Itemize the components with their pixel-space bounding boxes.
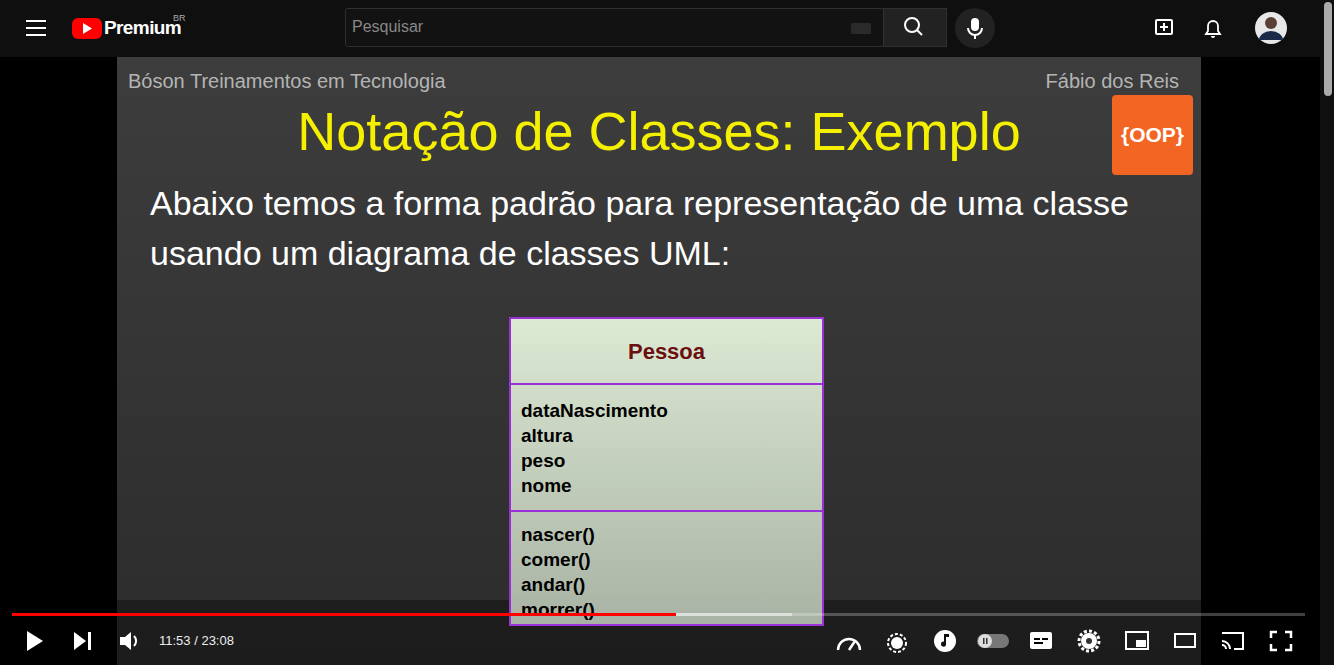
methods-compartment-text: morrer() [521, 597, 812, 622]
search-placeholder: Pesquisar [352, 18, 423, 36]
slide-text: Abaixo temos a forma padrão para represe… [150, 178, 1160, 278]
oop-badge-text: {OOP} [1121, 123, 1184, 147]
methods-compartment: nascer()comer()andar()morrer() [511, 512, 822, 624]
attributes-compartment-text: dataNascimento [521, 398, 812, 423]
author-name: Fábio dos Reis [1046, 70, 1179, 93]
methods-compartment-text: nascer() [521, 522, 812, 547]
oop-badge: {OOP} [1112, 95, 1193, 175]
video-time: 11:53 / 23:08 [159, 633, 234, 648]
methods-compartment-text: andar() [521, 572, 812, 597]
uml-class-box-text: Pessoa [511, 319, 822, 385]
brand-name: Premium [104, 17, 181, 39]
attributes-compartment-text: nome [521, 473, 812, 498]
methods-compartment-text: comer() [521, 547, 812, 572]
country-code: BR [173, 13, 186, 23]
attributes-compartment-text: altura [521, 423, 812, 448]
attributes-compartment: dataNascimentoalturapesonome [511, 385, 822, 512]
attributes-compartment-text: peso [521, 448, 812, 473]
slide-title: Notação de Classes: Exemplo [117, 95, 1201, 167]
channel-name: Bóson Treinamentos em Tecnologia [128, 70, 446, 93]
uml-class-box: PessoadataNascimentoalturapesonomenascer… [509, 317, 824, 626]
